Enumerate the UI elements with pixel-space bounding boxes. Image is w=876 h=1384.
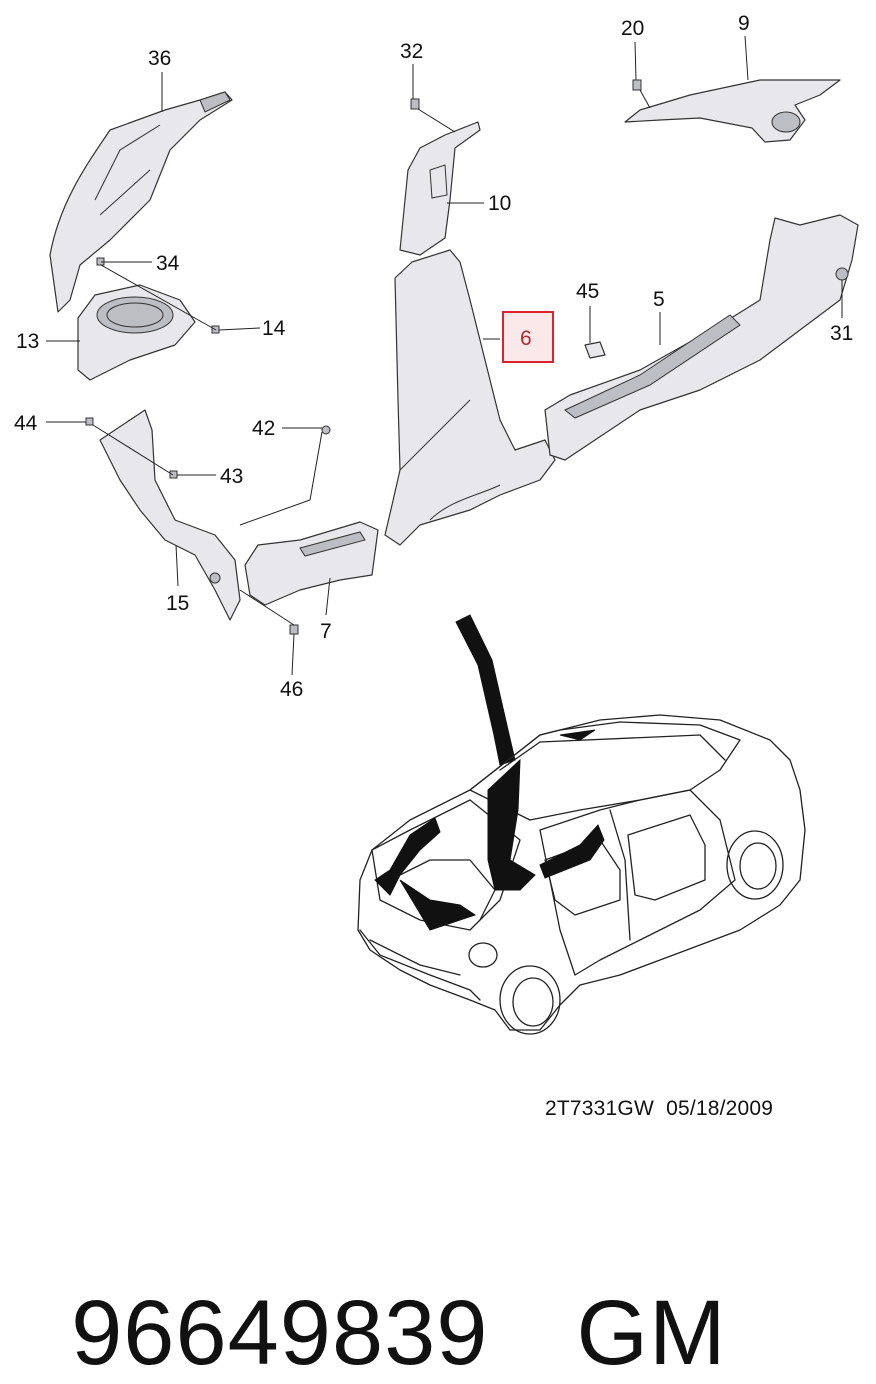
callout-46: 46 [280, 678, 303, 701]
part-9-roof-rail-trim [624, 79, 841, 143]
leader-lines [46, 35, 843, 676]
callout-7: 7 [320, 620, 332, 643]
part-7-rear-sill-trim [244, 521, 379, 606]
callout-14: 14 [262, 317, 286, 340]
callout-44: 44 [14, 412, 38, 435]
part-6-pillar-lower-trim [384, 249, 556, 546]
parts-diagram: 36 32 20 9 10 34 13 14 6 45 5 31 44 42 4… [14, 12, 859, 1035]
callout-34: 34 [156, 252, 180, 275]
vehicle-location-illustration [357, 714, 806, 1035]
part-36-quarter-trim [49, 91, 233, 313]
part-number: 96649839 [71, 1282, 489, 1384]
callout-15: 15 [166, 592, 189, 615]
highlighted-callout-6[interactable]: 6 [502, 311, 554, 363]
callout-45: 45 [576, 280, 599, 303]
part-10-upper-pillar-trim [399, 121, 481, 256]
callout-6: 6 [520, 327, 532, 350]
callout-43: 43 [220, 465, 243, 488]
location-pointer-arrow [455, 614, 516, 766]
document-code: 2T7331GW [545, 1097, 654, 1120]
callout-10: 10 [488, 192, 511, 215]
document-reference: 2T7331GW 05/18/2009 [545, 1097, 773, 1121]
document-date: 05/18/2009 [666, 1097, 774, 1120]
part-32-clip [410, 98, 420, 110]
callout-labels: 36 32 20 9 10 34 13 14 6 45 5 31 44 42 4… [14, 12, 853, 701]
callout-31: 31 [830, 322, 853, 345]
callout-9: 9 [738, 12, 750, 35]
callout-13: 13 [16, 330, 39, 353]
part-45-clip [584, 341, 606, 359]
part-15-wheelhouse-trim [99, 409, 241, 621]
callout-32: 32 [400, 40, 423, 63]
callout-5: 5 [653, 288, 665, 311]
part-13-speaker-cover [77, 284, 196, 381]
callout-20: 20 [621, 17, 644, 40]
callout-36: 36 [148, 47, 171, 70]
callout-42: 42 [252, 417, 275, 440]
brand-name: GM [576, 1282, 727, 1384]
part-5-door-sill [544, 214, 859, 461]
